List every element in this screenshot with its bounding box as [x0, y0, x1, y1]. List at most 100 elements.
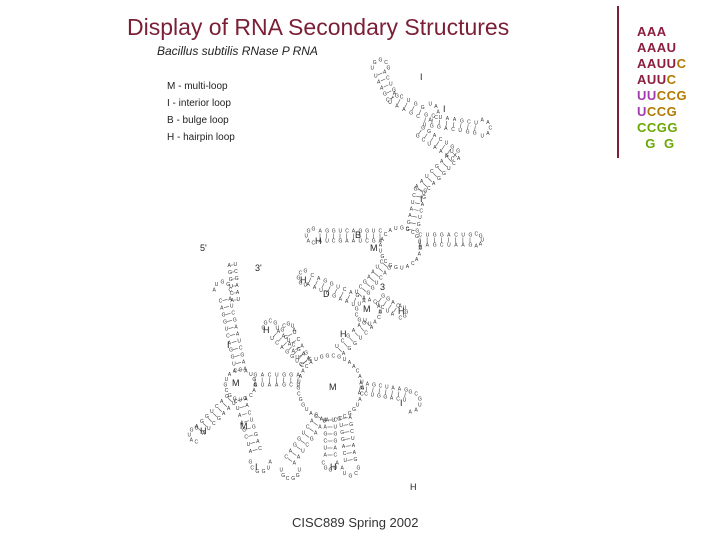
base-letter: A [326, 417, 330, 423]
base-letter: A [233, 369, 237, 375]
base-letter: G [332, 294, 336, 300]
base-letter: A [231, 298, 235, 304]
base-letter: C [373, 300, 377, 306]
base-letter: A [352, 364, 356, 370]
base-pair-line [246, 427, 252, 430]
base-pair-line [273, 332, 277, 338]
base-pair-line [295, 347, 300, 350]
base-pair-line [424, 117, 426, 123]
base-pair-line [278, 337, 282, 342]
base-letter: U [280, 468, 284, 474]
base-letter: G [405, 310, 409, 316]
base-letter: G [296, 473, 300, 479]
base-letter: G [423, 189, 427, 195]
base-letter: G [469, 243, 473, 249]
base-letter: A [408, 213, 412, 219]
base-pair-line [243, 420, 249, 423]
base-pair-line [413, 209, 419, 211]
base-pair-line [431, 118, 433, 124]
base-letter: U [325, 239, 329, 245]
base-letter: U [314, 357, 318, 363]
base-letter: U [372, 229, 376, 235]
base-letter: G [222, 313, 226, 319]
base-letter: U [419, 246, 423, 252]
base-pair-line [252, 448, 258, 452]
base-letter: G [473, 130, 477, 136]
base-pair-line [344, 438, 351, 440]
base-pair-line [298, 355, 302, 360]
base-pair-line [231, 341, 237, 343]
base-letter: U [249, 372, 253, 378]
base-letter: G [235, 276, 239, 282]
base-pair-line [397, 99, 401, 104]
base-letter: G [389, 263, 393, 269]
base-pair-line [229, 334, 236, 336]
sequence-segment: CCG [656, 88, 688, 103]
sequence-row: AUUC [637, 72, 687, 88]
base-letter: C [297, 337, 301, 343]
base-letter: U [352, 302, 356, 308]
base-letter: U [386, 308, 390, 314]
structure-label: I [400, 398, 403, 408]
base-letter: G [479, 233, 483, 239]
base-letter: U [335, 344, 339, 350]
base-letter: U [270, 336, 274, 342]
base-letter: G [409, 111, 413, 117]
base-letter: G [254, 383, 258, 389]
base-pair-line [343, 424, 349, 426]
base-letter: U [461, 233, 465, 239]
base-letter: G [456, 148, 460, 154]
base-pair-line [334, 289, 338, 294]
base-letter: A [342, 444, 346, 450]
base-letter: A [461, 243, 465, 249]
base-letter: A [252, 388, 256, 394]
sequence-segment: AAA [637, 24, 667, 39]
base-letter: C [350, 429, 354, 435]
base-letter: U [371, 66, 375, 72]
base-letter: A [293, 328, 297, 334]
base-letter: A [419, 243, 423, 249]
base-letter: A [317, 276, 321, 282]
base-pair-line [248, 434, 254, 437]
base-pair-line [308, 277, 312, 283]
legend-hairpin-loop: H - hairpin loop [167, 132, 235, 143]
base-pair-line [424, 133, 428, 139]
base-pair-line [287, 333, 293, 337]
base-letter: U [422, 191, 426, 197]
base-pair-line [353, 297, 357, 303]
base-letter: A [368, 298, 372, 304]
base-letter: C [451, 127, 455, 133]
base-letter: U [351, 436, 355, 442]
base-letter: A [309, 411, 313, 417]
base-letter: U [400, 265, 404, 271]
base-letter: C [414, 391, 418, 397]
base-letter: U [359, 336, 363, 342]
base-letter: U [305, 234, 309, 240]
base-letter: A [222, 411, 226, 417]
base-letter: U [247, 442, 251, 448]
base-letter: U [276, 326, 280, 332]
base-letter: A [377, 304, 381, 310]
base-letter: A [288, 342, 292, 348]
base-letter: G [200, 419, 204, 425]
base-letter: G [381, 293, 385, 299]
base-letter: C [489, 126, 493, 132]
base-letter: C [396, 303, 400, 309]
base-letter: G [221, 280, 225, 286]
base-letter: C [354, 471, 358, 477]
base-letter: A [429, 118, 433, 124]
base-letter: U [302, 431, 306, 437]
base-letter: G [404, 388, 408, 394]
base-letter: U [358, 302, 362, 308]
base-letter: C [419, 233, 423, 239]
base-letter: A [228, 297, 232, 303]
base-letter: A [319, 239, 323, 245]
base-letter: A [292, 348, 296, 354]
base-letter: U [418, 215, 422, 221]
base-letter: G [466, 129, 470, 135]
base-pair-line [383, 84, 389, 88]
sequence-row: UUCCG [637, 88, 687, 104]
base-pair-line [411, 106, 415, 111]
page-title: Display of RNA Secondary Structures [127, 14, 510, 40]
base-letter: U [394, 226, 398, 232]
